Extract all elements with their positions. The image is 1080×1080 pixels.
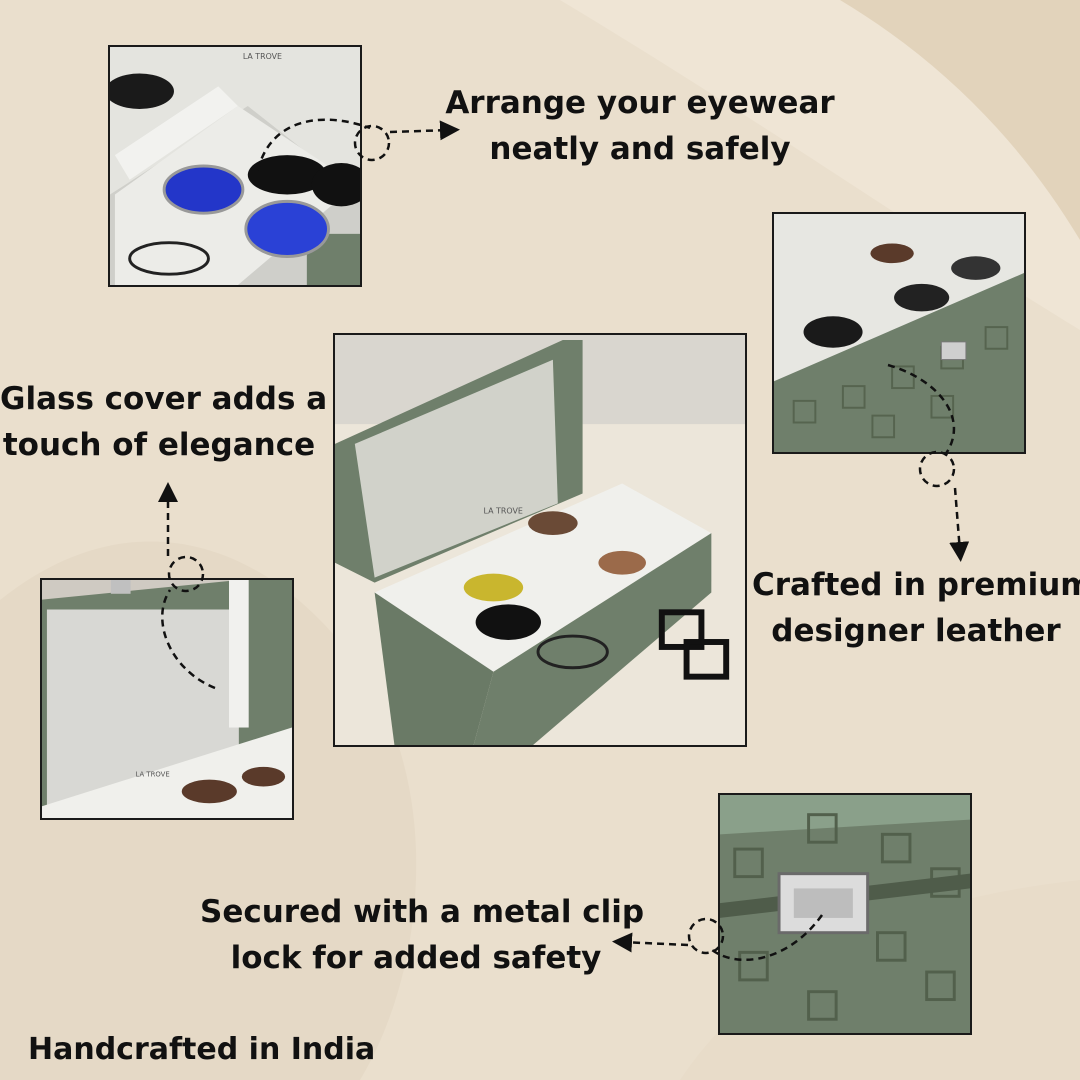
brand-mark-2: LA TROVE <box>484 506 523 515</box>
footer-handcrafted: Handcrafted in India <box>28 1032 376 1067</box>
photo-metal-clip <box>718 793 972 1035</box>
caption-glass: Glass cover adds a touch of elegance <box>0 376 328 468</box>
caption-leather-line-1: Crafted in premium <box>752 567 1080 603</box>
caption-arrange-line-2: neatly and safely <box>489 131 791 167</box>
caption-arrange-line-1: Arrange your eyewear <box>445 85 835 121</box>
brand-mark-1: LA TROVE <box>243 52 282 61</box>
photo-interior-closeup: LA TROVE <box>108 45 362 287</box>
caption-glass-line-1: Glass cover adds a <box>0 381 328 417</box>
caption-glass-line-2: touch of elegance <box>2 427 316 463</box>
photo-glass-cover: LA TROVE <box>40 578 294 820</box>
caption-lock-line-2: lock for added safety <box>230 940 602 976</box>
brand-mark-3: LA TROVE <box>136 771 170 779</box>
caption-lock-line-1: Secured with a metal clip <box>200 894 645 930</box>
photo-main-box: LA TROVE <box>333 333 747 747</box>
photo-leather-box <box>772 212 1026 454</box>
caption-arrange: Arrange your eyewear neatly and safely <box>440 80 840 172</box>
caption-leather-line-2: designer leather <box>771 613 1061 649</box>
caption-leather: Crafted in premium designer leather <box>752 562 1080 654</box>
caption-lock: Secured with a metal clip lock for added… <box>200 889 645 981</box>
